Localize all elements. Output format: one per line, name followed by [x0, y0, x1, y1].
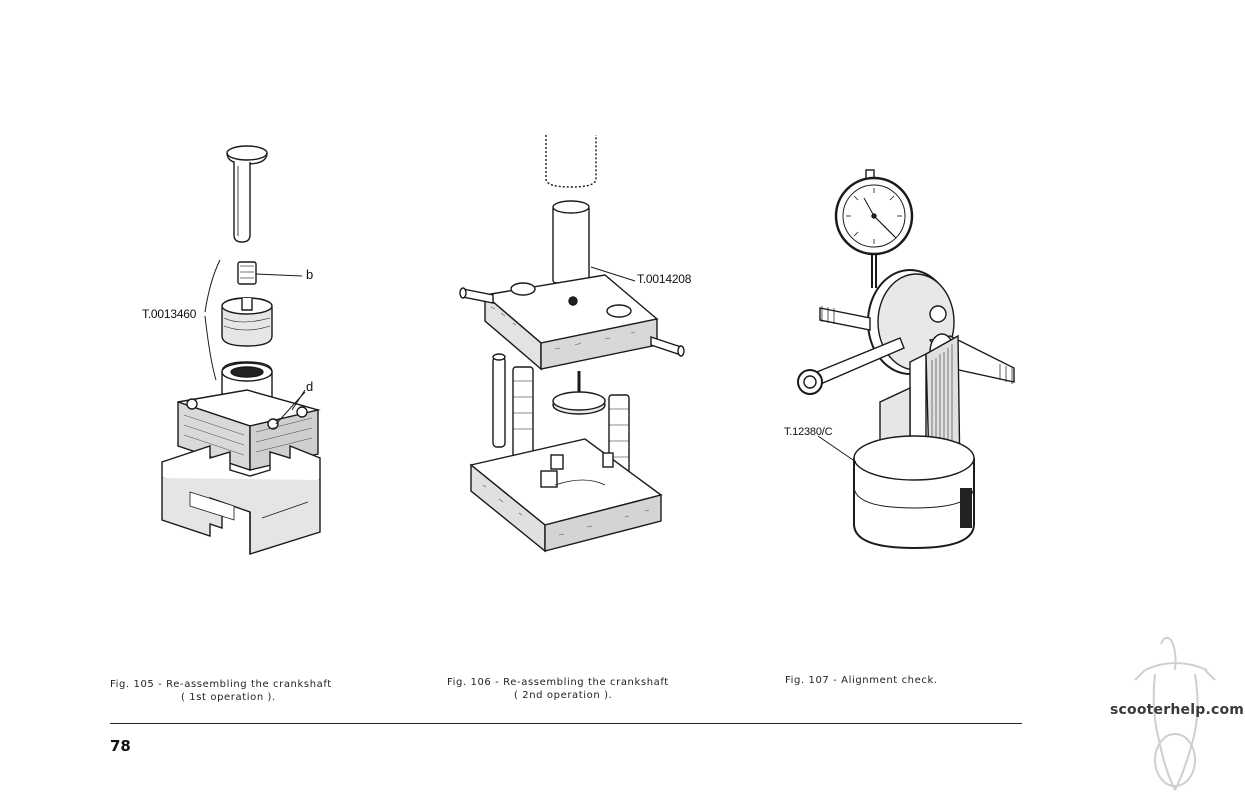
page-number: 78 — [110, 737, 131, 755]
figure-106-caption-line2: ( 2nd operation ). — [514, 690, 613, 701]
scooter-watermark-graphic — [1105, 630, 1245, 795]
tool-label-t12380c: T.12380/C — [784, 426, 833, 438]
figure-105-caption-line1: Fig. 105 - Re-assembling the crankshaft — [110, 679, 332, 690]
press-tool-t0014208-illustration — [459, 135, 685, 553]
part-label-b: b — [306, 267, 314, 282]
watermark-text: scooterhelp.com — [1110, 702, 1245, 718]
tool-label-t0014208: T.0014208 — [637, 272, 692, 286]
figure-106-caption-line1: Fig. 106 - Re-assembling the crankshaft — [447, 677, 669, 688]
nut-b — [237, 261, 257, 285]
dial-gauge-alignment-illustration — [797, 169, 1015, 550]
figure-105-caption: Fig. 105 - Re-assembling the crankshaft … — [110, 678, 410, 704]
figure-107-drawing — [790, 168, 1030, 558]
tool-label-t0013460: T.0013460 — [142, 307, 197, 321]
press-tool-t0013460-illustration — [161, 145, 321, 555]
part-label-d: d — [306, 379, 314, 394]
figure-106-caption: Fig. 106 - Re-assembling the crankshaft … — [447, 676, 747, 702]
footer-rule — [110, 723, 1022, 724]
figure-105-drawing — [150, 140, 340, 560]
figure-105-caption-line2: ( 1st operation ). — [181, 692, 276, 703]
figure-107-caption: Fig. 107 - Alignment check. — [785, 674, 1025, 687]
figure-107-caption-line1: Fig. 107 - Alignment check. — [785, 675, 938, 686]
scooter-icon — [1134, 636, 1216, 791]
figure-106-drawing — [455, 135, 695, 555]
